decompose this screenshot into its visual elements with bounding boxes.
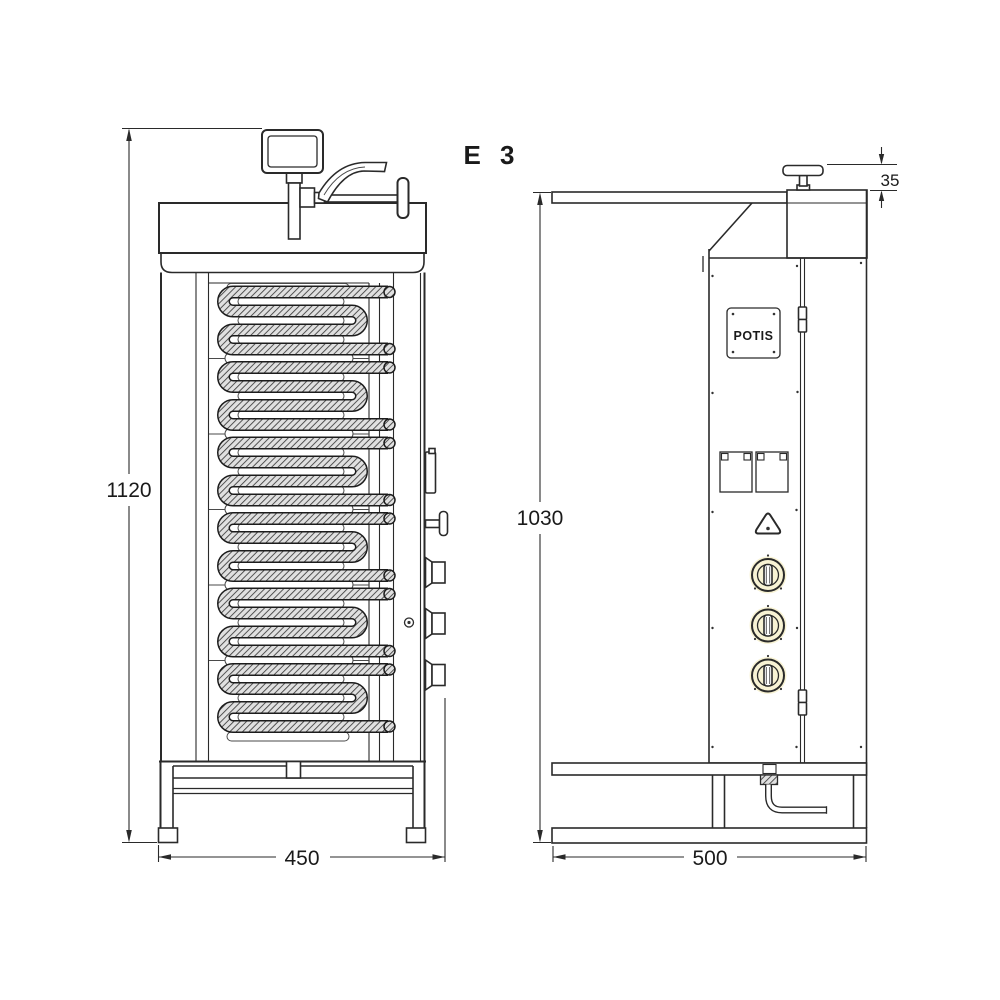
- skewer-handle-arm: [317, 161, 388, 204]
- handle-offset-label: 35: [881, 171, 900, 190]
- side-body: [702, 190, 868, 775]
- skewer-rod: [323, 194, 400, 203]
- right-foot: [405, 827, 427, 844]
- element-terminal: [383, 436, 396, 450]
- top-shelf: [551, 191, 788, 204]
- element-terminal: [383, 493, 396, 507]
- dim-front-height: 1120: [106, 127, 262, 844]
- door-hinges: [797, 306, 808, 716]
- screw-dot: [796, 390, 799, 394]
- element-terminal: [383, 342, 396, 356]
- drain-pipe: [765, 784, 827, 814]
- element-terminal: [383, 285, 396, 299]
- rear-motor-housing: [786, 189, 868, 259]
- thermostat-knob-edge: [438, 510, 449, 537]
- knob-grip: [763, 563, 773, 587]
- left-foot: [157, 827, 179, 844]
- element-terminal: [383, 720, 396, 733]
- drain-valve: [759, 774, 779, 786]
- skewer-disc: [396, 177, 410, 219]
- clamp-handle-bar: [782, 164, 824, 177]
- knob-edge: [424, 658, 433, 692]
- motor-assembly: [261, 129, 410, 240]
- motor-shaft-column: [287, 182, 301, 240]
- shaft-coupling: [299, 187, 316, 208]
- knob-edge: [424, 555, 433, 590]
- brand-label: POTIS: [733, 329, 773, 343]
- model-title: E 3: [463, 140, 520, 170]
- indicator-lamp: [403, 617, 415, 628]
- screw-dot: [859, 261, 863, 265]
- side-view: 1030 35: [517, 147, 899, 870]
- panel-screws: [711, 261, 863, 749]
- knob-edge: [424, 606, 433, 641]
- screw-dot: [711, 391, 714, 395]
- screw-dot: [711, 510, 714, 514]
- screw-dot: [711, 745, 714, 749]
- switch-cutouts: [719, 451, 789, 493]
- hinge: [797, 689, 808, 704]
- warning-triangle-icon: [754, 512, 782, 535]
- side-base: [551, 762, 868, 844]
- clamp-handle: [782, 164, 824, 191]
- element-terminal: [383, 569, 396, 582]
- control-knob: [749, 654, 787, 694]
- knob-grip: [763, 664, 773, 687]
- side-height-label: 1030: [517, 507, 564, 530]
- dim-side-height: 1030: [517, 191, 564, 844]
- control-knob: [749, 554, 787, 594]
- control-knobs: [749, 554, 787, 694]
- dim-front-width: 450: [157, 698, 446, 870]
- knob-grip: [763, 614, 773, 637]
- element-terminal: [383, 418, 396, 431]
- screw-dot: [711, 626, 714, 630]
- base-center-tab: [285, 760, 302, 779]
- hinge: [797, 306, 808, 321]
- motor-box: [261, 129, 324, 174]
- brand-plate: POTIS: [726, 307, 781, 359]
- front-side-controls: [403, 447, 449, 692]
- side-width-label: 500: [692, 847, 727, 870]
- element-terminal: [383, 361, 396, 374]
- front-top-cap: [160, 253, 425, 274]
- thermostat-stem: [424, 519, 441, 529]
- screw-dot: [711, 274, 714, 278]
- switch-plate-edge: [424, 451, 437, 494]
- heating-elements: [217, 285, 396, 733]
- dim-handle-offset: 35: [827, 147, 899, 208]
- screw-dot: [795, 264, 799, 268]
- front-base-frame: [157, 760, 427, 844]
- grease-tray: [551, 762, 868, 776]
- screw-dot: [795, 745, 798, 749]
- screw-dot: [795, 626, 799, 630]
- dim-side-width: 500: [552, 846, 867, 870]
- element-terminal: [383, 512, 396, 525]
- front-width-label: 450: [284, 847, 319, 870]
- element-terminal: [383, 644, 396, 658]
- front-height-label: 1120: [106, 479, 151, 502]
- screw-dot: [859, 745, 863, 749]
- base-rail: [551, 827, 868, 844]
- element-terminal: [383, 663, 396, 676]
- element-terminal: [383, 587, 396, 601]
- control-knob: [749, 604, 787, 644]
- front-view: 1120: [106, 127, 449, 870]
- screw-dot: [795, 508, 798, 512]
